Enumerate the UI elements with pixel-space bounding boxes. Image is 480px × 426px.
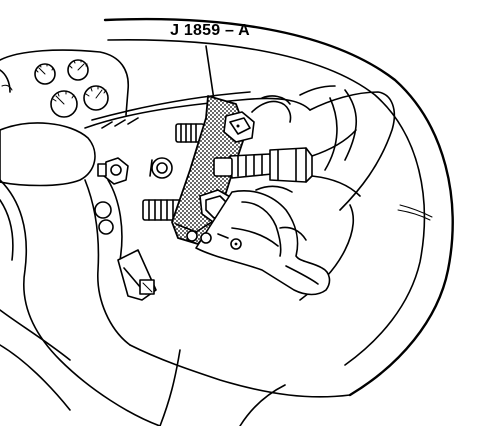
hub-mounting-bosses <box>94 123 205 301</box>
hub-nut-left <box>97 157 129 185</box>
callout-label-tool: J 1859 – A <box>170 22 250 39</box>
gauge-2 <box>67 59 89 81</box>
puller-jaw <box>186 190 331 296</box>
gauge-1 <box>34 63 56 85</box>
callout-leader-line <box>205 45 215 101</box>
instrument-cluster <box>0 49 129 118</box>
hub-boss-mid <box>149 157 173 179</box>
steering-wheel-rim <box>103 17 454 397</box>
hub-boss-lower <box>94 201 114 235</box>
gauge-4 <box>83 85 109 111</box>
horn-contact-bracket <box>117 249 157 301</box>
steering-wheel-spoke-right <box>255 129 361 197</box>
steering-wheel-puller-tool <box>171 45 331 296</box>
puller-bolt-upper <box>223 95 292 143</box>
gauge-3 <box>50 90 78 118</box>
steering-column-shroud <box>0 122 161 426</box>
forcing-screw <box>213 147 313 183</box>
